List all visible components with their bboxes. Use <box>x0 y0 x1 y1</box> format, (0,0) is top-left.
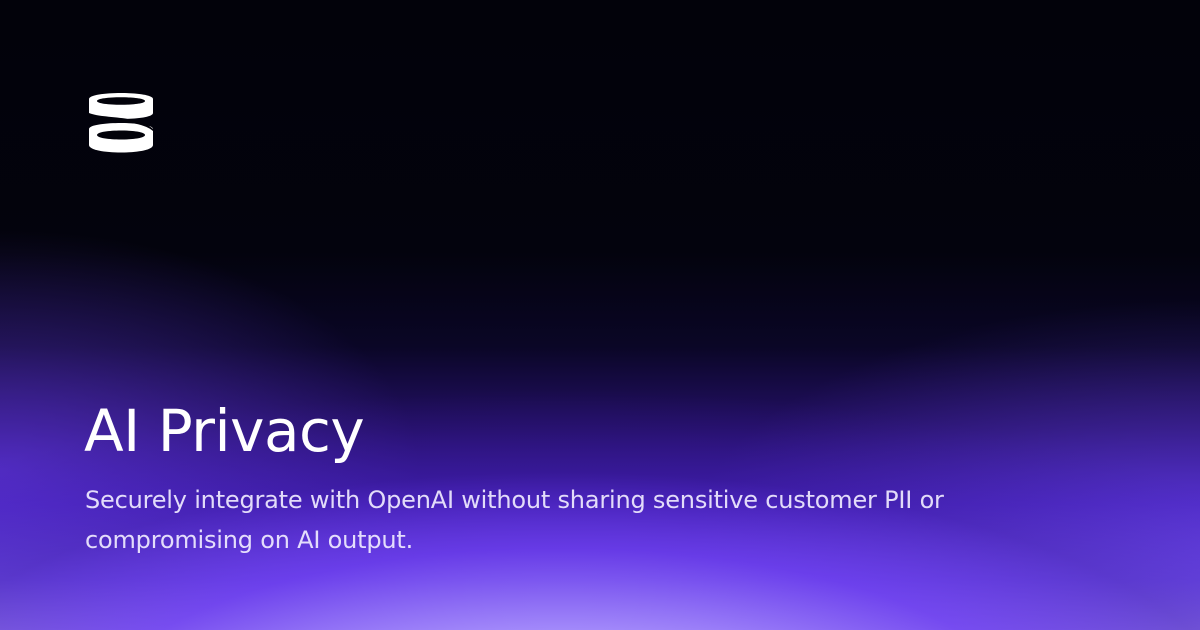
page-subtitle: Securely integrate with OpenAI without s… <box>85 486 944 554</box>
stacked-layers-logo-icon <box>83 85 159 161</box>
page-title: AI Privacy <box>84 397 365 465</box>
